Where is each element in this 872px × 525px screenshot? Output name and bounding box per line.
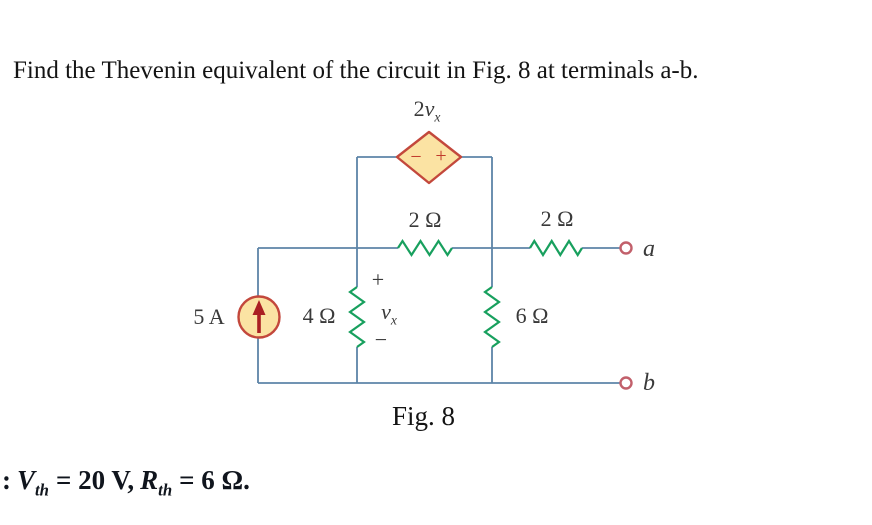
resistor-2ohm-right-label: 2 Ω <box>540 206 574 231</box>
resistor-6ohm-label: 6 Ω <box>515 303 549 328</box>
terminal-b-label: b <box>643 370 655 396</box>
resistor-2ohm-right-zigzag <box>529 238 583 258</box>
terminal-a-label: a <box>643 236 655 262</box>
dependent-source-diamond <box>395 130 463 185</box>
answer-colon: : <box>2 465 11 495</box>
dependent-source-label: 2vx <box>414 97 441 125</box>
vx-plus-sign: + <box>371 267 385 292</box>
vx-minus-sign: − <box>374 327 388 352</box>
answer-line: :Vth = 20 V,Rth = 6 Ω. <box>2 465 256 500</box>
dep-var-sub: x <box>434 109 441 125</box>
rth-subscript: th <box>158 480 173 500</box>
current-source-arrowhead <box>252 300 266 315</box>
vx-sub: x <box>390 312 397 328</box>
rth-symbol: R <box>140 465 159 495</box>
vth-symbol: V <box>17 465 36 495</box>
rth-value: = 6 Ω. <box>179 465 250 495</box>
dep-coef: 2 <box>413 96 425 121</box>
terminal-b-node <box>619 376 633 390</box>
vx-var: v <box>381 299 391 324</box>
problem-title: Find the Thevenin equivalent of the circ… <box>13 57 699 84</box>
dep-source-plus-sign: + <box>435 145 447 167</box>
resistor-2ohm-left-label: 2 Ω <box>408 207 442 232</box>
terminal-a-node <box>619 241 633 255</box>
figure-caption: Fig. 8 <box>392 401 456 431</box>
current-source-label: 5 A <box>193 304 225 329</box>
resistor-4ohm-label: 4 Ω <box>302 303 336 328</box>
resistor-6ohm-zigzag <box>483 286 501 348</box>
resistor-4ohm-zigzag <box>348 286 366 348</box>
dep-source-minus-sign: − <box>410 146 422 168</box>
vx-label: vx <box>381 300 397 328</box>
vth-value: = 20 V, <box>55 465 135 495</box>
resistor-2ohm-left-zigzag <box>397 238 453 258</box>
dep-var: v <box>424 96 435 121</box>
vth-subscript: th <box>35 480 49 500</box>
